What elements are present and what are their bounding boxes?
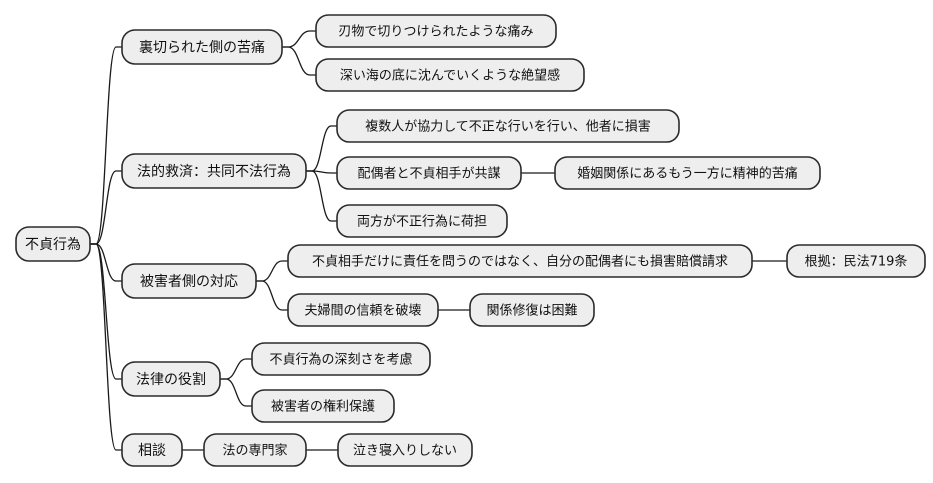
node-shape-n4b <box>251 389 395 423</box>
node-shape-n3a1 <box>786 244 926 278</box>
node-label-n3: 被害者側の対応 <box>140 274 238 290</box>
node-label-n4: 法律の役割 <box>136 371 206 388</box>
node-shape-n4 <box>121 361 221 397</box>
node-label-n2b: 配偶者と不貞相手が共謀 <box>357 166 500 182</box>
node-shape-n3a <box>287 244 753 278</box>
node-n2b[interactable]: 配偶者と不貞相手が共謀 <box>336 156 522 190</box>
nodes-layer: 不貞行為 裏切られた側の苦痛 刃物で切りつけられたような痛み深い海の底に沈んでいくよ… <box>15 14 926 467</box>
node-n1b[interactable]: 深い海の底に沈んでいくような絶望感 <box>315 58 585 92</box>
edge-root-to-n3 <box>89 243 123 282</box>
node-n4[interactable]: 法律の役割 <box>121 361 221 397</box>
node-n3a1[interactable]: 根拠：民法719条 <box>786 244 926 278</box>
node-shape-n2 <box>121 153 307 189</box>
node-label-n2c: 両方が不正行為に荷担 <box>357 214 487 230</box>
node-n5a[interactable]: 法の専門家 <box>203 433 307 467</box>
node-shape-n4a <box>251 342 431 376</box>
node-shape-n5a1 <box>337 433 473 467</box>
edge-root-to-n1 <box>89 46 123 245</box>
edge-n2-to-n2a <box>305 125 338 172</box>
node-label-n3b1: 関係修復は困難 <box>486 303 577 319</box>
node-n3b1[interactable]: 関係修復は困難 <box>469 293 595 327</box>
node-shape-n1 <box>121 29 283 65</box>
node-n2b1[interactable]: 婚姻関係にあるもう一方に精神的苦痛 <box>554 156 821 190</box>
node-n5[interactable]: 相談 <box>121 433 183 467</box>
node-label-n2b1: 婚姻関係にあるもう一方に精神的苦痛 <box>577 166 798 182</box>
node-n4b[interactable]: 被害者の権利保護 <box>251 389 395 423</box>
node-n2a[interactable]: 複数人が協力して不正な行いを行い、他者に損害 <box>336 109 680 143</box>
edge-n2-to-n2c <box>305 170 338 222</box>
node-shape-n2a <box>336 109 680 143</box>
node-shape-n2b <box>336 156 522 190</box>
node-label-n4a: 不貞行為の深刻さを考慮 <box>269 352 412 368</box>
node-shape-n5a <box>203 433 307 467</box>
node-label-n4b: 被害者の権利保護 <box>271 399 375 415</box>
node-label-n3a1: 根拠：民法719条 <box>805 254 908 270</box>
node-root[interactable]: 不貞行為 <box>15 226 91 262</box>
node-label-n1: 裏切られた側の苦痛 <box>139 39 265 56</box>
node-label-n5a1: 泣き寝入りしない <box>353 443 457 459</box>
node-n3b[interactable]: 夫婦間の信頼を破壊 <box>287 293 439 327</box>
node-n1a[interactable]: 刃物で切りつけられたような痛み <box>315 14 557 48</box>
node-n4a[interactable]: 不貞行為の深刻さを考慮 <box>251 342 431 376</box>
edge-n1-to-n1a <box>281 30 317 48</box>
node-shape-n3 <box>121 263 257 299</box>
node-label-n5: 相談 <box>138 443 166 459</box>
node-shape-n1b <box>315 58 585 92</box>
node-n5a1[interactable]: 泣き寝入りしない <box>337 433 473 467</box>
edge-n4-to-n4b <box>219 378 253 407</box>
node-shape-n1a <box>315 14 557 48</box>
node-n1[interactable]: 裏切られた側の苦痛 <box>121 29 283 65</box>
node-n2c[interactable]: 両方が不正行為に荷担 <box>336 204 508 238</box>
node-shape-n3b <box>287 293 439 327</box>
node-n2[interactable]: 法的救済：共同不法行為 <box>121 153 307 189</box>
node-shape-n3b1 <box>469 293 595 327</box>
node-label-n3a: 不貞相手だけに責任を問うのではなく、自分の配偶者にも損害賠償請求 <box>312 254 728 270</box>
node-n3[interactable]: 被害者側の対応 <box>121 263 257 299</box>
node-label-n2a: 複数人が協力して不正な行いを行い、他者に損害 <box>365 119 651 135</box>
node-label-n3b: 夫婦間の信頼を破壊 <box>304 303 421 319</box>
edge-n3-to-n3a <box>255 260 289 282</box>
edge-n1-to-n1b <box>281 46 317 76</box>
edge-n4-to-n4a <box>219 358 253 380</box>
node-shape-root <box>15 226 91 262</box>
node-label-root: 不貞行為 <box>25 237 81 253</box>
node-shape-n2c <box>336 204 508 238</box>
edge-root-to-n5 <box>89 243 123 451</box>
node-label-n1b: 深い海の底に沈んでいくような絶望感 <box>340 68 560 84</box>
node-label-n5a: 法の専門家 <box>222 443 287 459</box>
node-label-n1a: 刃物で切りつけられたような痛み <box>338 24 533 40</box>
edge-n3-to-n3b <box>255 280 289 311</box>
edge-root-to-n2 <box>89 170 123 245</box>
edges-layer <box>89 30 788 451</box>
node-shape-n2b1 <box>554 156 821 190</box>
node-shape-n5 <box>121 433 183 467</box>
node-label-n2: 法的救済：共同不法行為 <box>137 164 291 180</box>
node-n3a[interactable]: 不貞相手だけに責任を問うのではなく、自分の配偶者にも損害賠償請求 <box>287 244 753 278</box>
